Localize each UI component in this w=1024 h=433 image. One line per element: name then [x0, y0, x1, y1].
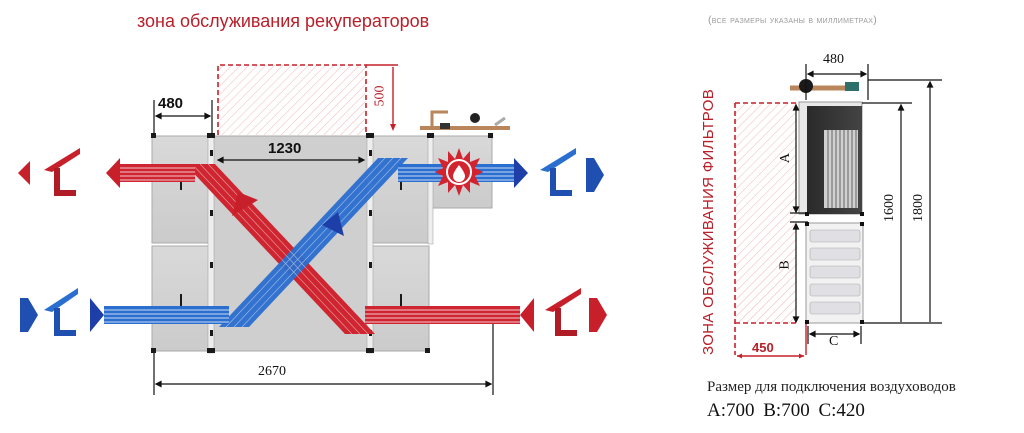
- horizontal-airflows: [90, 158, 534, 332]
- duct-connection-caption: Размер для подключения воздуховодов: [707, 379, 956, 395]
- house-icon-supply-in: [20, 288, 78, 336]
- arrow-right-icon: [586, 158, 604, 192]
- duct-connection-sizes: A:700 B:700 C:420: [707, 400, 865, 421]
- house-icon-exhaust: [18, 148, 80, 196]
- dim-total-length: 2670: [258, 364, 286, 379]
- dim-side-width: 480: [823, 52, 844, 67]
- arrow-left-icon: [106, 158, 120, 188]
- heater-piping: [420, 110, 510, 130]
- arrow-right-icon: [514, 158, 528, 188]
- dim-section-width: 480: [158, 95, 184, 112]
- red-flow-arrow-icon: [232, 192, 258, 216]
- arrow-right-icon: [20, 298, 38, 332]
- filter-service-zone-label: ЗОНА ОБСЛУЖИВАНИЯ ФИЛЬТРОВ: [700, 88, 717, 355]
- recuperator-unit-side: [790, 79, 864, 324]
- dim-label-c: C: [829, 334, 839, 349]
- units-note: (все размеры указаны в миллиметрах): [708, 14, 878, 26]
- filter-service-zone-hatch: [734, 102, 807, 359]
- arrow-left-icon: [520, 298, 534, 332]
- blue-flow-arrow-icon: [322, 212, 344, 236]
- house-icon-extract-in: [545, 288, 607, 336]
- house-icon-supply-out: [540, 148, 604, 196]
- exhaust-out-flow: [106, 158, 195, 188]
- crossing-airflows: [185, 157, 408, 335]
- service-zone-title: зона обслуживания рекуператоров: [137, 11, 430, 31]
- dim-height-body: 1600: [882, 194, 897, 222]
- supply-in-flow: [90, 298, 229, 332]
- service-zone-hatch: [217, 64, 398, 135]
- side-dimension-lines: [790, 64, 942, 344]
- dim-service-depth: 500: [372, 85, 388, 107]
- dim-label-b: B: [777, 260, 793, 270]
- arrow-left-icon: [18, 161, 30, 185]
- extract-in-flow: [365, 298, 534, 332]
- dim-exchanger-width: 1230: [268, 140, 302, 157]
- plan-dimension-lines: [153, 100, 494, 395]
- dim-height-total: 1800: [911, 194, 926, 222]
- dim-filter-zone-width: 450: [752, 340, 774, 355]
- arrow-right-icon: [90, 298, 104, 332]
- water-heater-sun-icon: [435, 148, 483, 196]
- dim-label-a: A: [778, 152, 794, 164]
- arrow-left-icon: [589, 298, 607, 332]
